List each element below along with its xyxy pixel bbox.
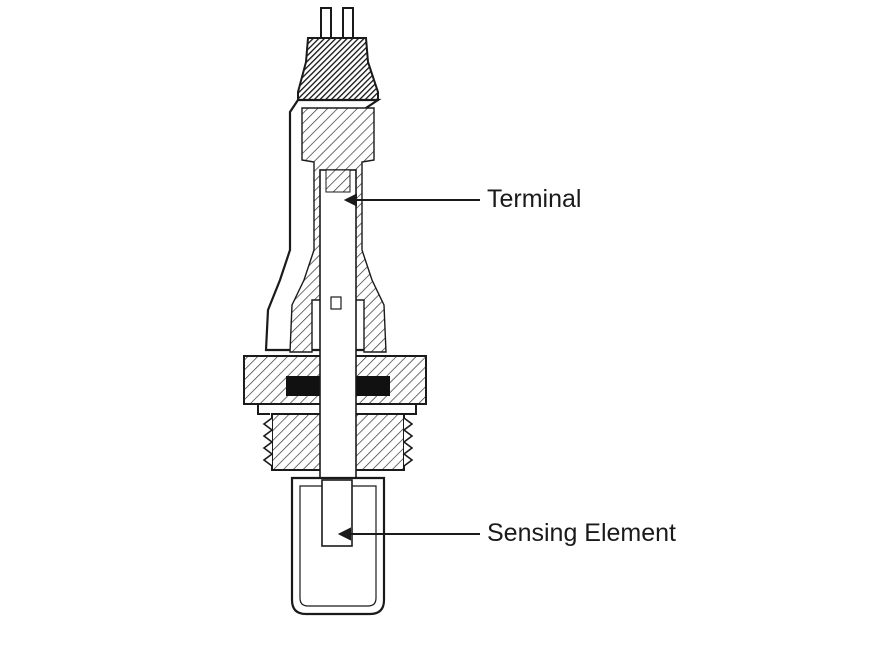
gasket (257, 404, 417, 415)
leader-lines (337, 193, 480, 541)
thread-teeth (262, 417, 414, 467)
wire-leads (320, 7, 354, 39)
terminal-rod (319, 169, 357, 491)
terminal-label: Terminal (487, 185, 582, 213)
sensing-element-label: Sensing Element (487, 519, 677, 547)
rubber-grommet (297, 37, 379, 101)
